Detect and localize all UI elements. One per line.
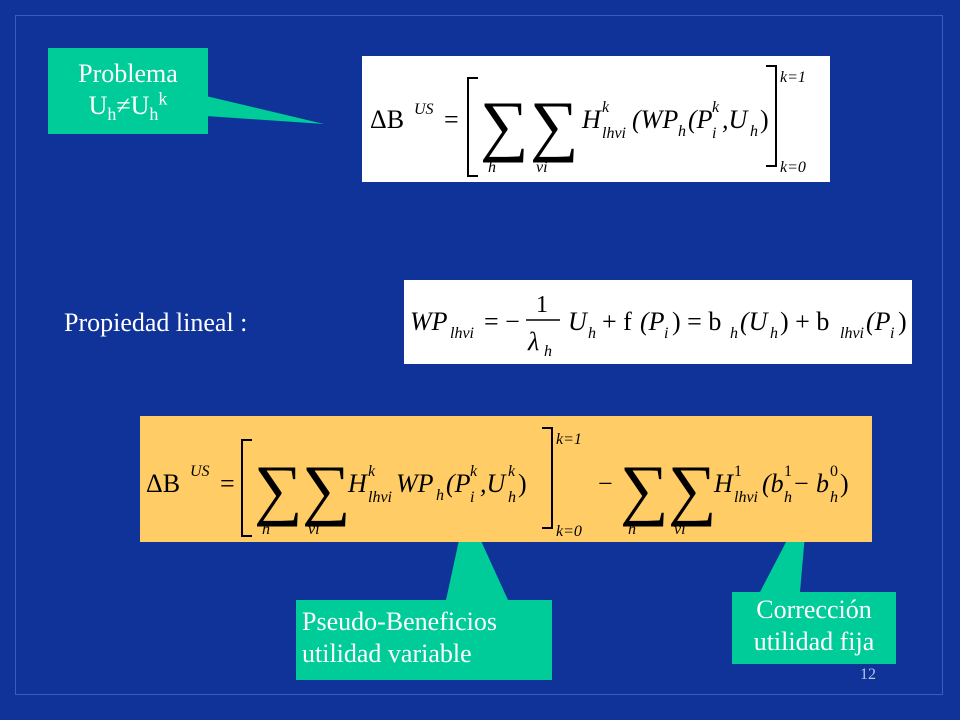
svg-text:λ: λ [527, 327, 539, 356]
svg-text:i: i [712, 125, 716, 142]
equation-delta-b-us-corrected: ΔB US = ∑ h ∑ vi H k lhvi WP h (P k i ,U… [146, 427, 849, 540]
pseudo-beneficios-callout: Pseudo-Beneficios utilidad variable [296, 600, 552, 680]
svg-text:i: i [664, 325, 668, 342]
svg-text:H: H [347, 469, 368, 498]
equation-delta-b-us-box: ΔB US = ∑ h ∑ vi H k lhvi (WP h (P k i ,… [362, 56, 830, 182]
svg-text:0: 0 [830, 463, 838, 480]
svg-text:k=1: k=1 [780, 69, 806, 86]
svg-text:k: k [368, 463, 376, 480]
svg-text:∑: ∑ [530, 87, 578, 163]
svg-text:−: − [598, 469, 613, 498]
svg-text:lhvi: lhvi [734, 489, 758, 506]
equation-wp: WP lhvi = − 1 λ h U h + f (P i ) = b h (… [410, 292, 907, 360]
svg-text:b: b [816, 469, 829, 498]
svg-text:1: 1 [536, 292, 548, 318]
correccion-line2: utilidad fija [753, 627, 875, 656]
svg-text:(WP: (WP [632, 105, 678, 134]
svg-text:∑: ∑ [480, 87, 528, 163]
svg-text:,U: ,U [480, 469, 508, 498]
svg-text:vi: vi [308, 521, 320, 538]
equation-wp-box: WP lhvi = − 1 λ h U h + f (P i ) = b h (… [404, 280, 912, 364]
equation-delta-b-us-corrected-box: ΔB US = ∑ h ∑ vi H k lhvi WP h (P k i ,U… [140, 416, 872, 542]
svg-text:US: US [190, 463, 210, 480]
svg-text:(U: (U [740, 307, 770, 336]
correccion-callout: Corrección utilidad fija [732, 592, 896, 664]
svg-text:∑: ∑ [620, 451, 668, 527]
svg-text:(P: (P [446, 469, 471, 498]
svg-text:h: h [678, 123, 686, 140]
svg-text:+ f: + f [602, 307, 632, 336]
svg-text:1: 1 [784, 463, 792, 480]
pseudo-beneficios-line1: Pseudo-Beneficios [302, 607, 497, 636]
page-number: 12 [860, 666, 876, 683]
svg-text:h: h [730, 325, 738, 342]
svg-text:h: h [436, 487, 444, 504]
svg-text:lhvi: lhvi [450, 325, 474, 342]
svg-text:): ) [760, 105, 769, 134]
svg-text:WP: WP [410, 307, 448, 336]
svg-text:=: = [444, 105, 459, 134]
svg-text:h: h [508, 489, 516, 506]
svg-text:(P: (P [688, 105, 713, 134]
svg-text:h: h [262, 521, 270, 538]
problema-title: Problema [78, 59, 178, 88]
svg-text:lhvi: lhvi [602, 125, 626, 142]
svg-text:∑: ∑ [254, 451, 302, 527]
propiedad-lineal-label: Propiedad lineal : [64, 308, 248, 337]
equation-delta-b-us: ΔB US = ∑ h ∑ vi H k lhvi (WP h (P k i ,… [370, 65, 806, 177]
svg-text:h: h [544, 343, 552, 360]
svg-text:(P: (P [640, 307, 665, 336]
svg-text:k=1: k=1 [556, 431, 582, 448]
svg-text:=: = [220, 469, 235, 498]
svg-text:): ) [518, 469, 527, 498]
svg-text:lhvi: lhvi [368, 489, 392, 506]
svg-text:h: h [588, 325, 596, 342]
svg-text:∑: ∑ [302, 451, 350, 527]
svg-text:(P: (P [866, 307, 891, 336]
svg-text:k: k [470, 463, 478, 480]
correccion-line1: Corrección [756, 595, 872, 624]
svg-text:,U: ,U [722, 105, 750, 134]
svg-text:i: i [470, 489, 474, 506]
svg-text:(b: (b [762, 469, 784, 498]
svg-text:h: h [770, 325, 778, 342]
svg-text:ΔB: ΔB [146, 469, 180, 498]
svg-text:h: h [628, 521, 636, 538]
svg-text:h: h [750, 123, 758, 140]
svg-text:ΔB: ΔB [370, 105, 404, 134]
svg-text:lhvi: lhvi [840, 325, 864, 342]
svg-text:) = b: ) = b [672, 307, 721, 336]
svg-text:k=0: k=0 [556, 523, 582, 540]
problema-condition: Uh≠Uhk [88, 88, 168, 125]
svg-text:= −: = − [484, 307, 520, 336]
svg-text:vi: vi [536, 159, 548, 176]
svg-text:k=0: k=0 [780, 159, 806, 176]
svg-text:): ) [840, 469, 849, 498]
svg-text:k: k [602, 99, 610, 116]
svg-text:i: i [890, 325, 894, 342]
problema-pointer [206, 96, 324, 124]
svg-text:WP: WP [396, 469, 434, 498]
svg-text:h: h [830, 489, 838, 506]
svg-text:h: h [488, 159, 496, 176]
svg-text:1: 1 [734, 463, 742, 480]
svg-text:US: US [414, 101, 434, 118]
svg-text:k: k [712, 99, 720, 116]
problema-callout: Problema Uh≠Uhk [48, 48, 208, 134]
svg-text:H: H [713, 469, 734, 498]
svg-text:vi: vi [674, 521, 686, 538]
svg-text:h: h [784, 489, 792, 506]
svg-text:U: U [568, 307, 589, 336]
slide-frame [15, 15, 943, 695]
svg-text:): ) [898, 307, 907, 336]
svg-text:∑: ∑ [668, 451, 716, 527]
svg-text:k: k [508, 463, 516, 480]
svg-text:) + b: ) + b [780, 307, 829, 336]
svg-text:H: H [581, 105, 602, 134]
pseudo-beneficios-line2: utilidad variable [302, 639, 472, 668]
svg-text:−: − [794, 469, 809, 498]
